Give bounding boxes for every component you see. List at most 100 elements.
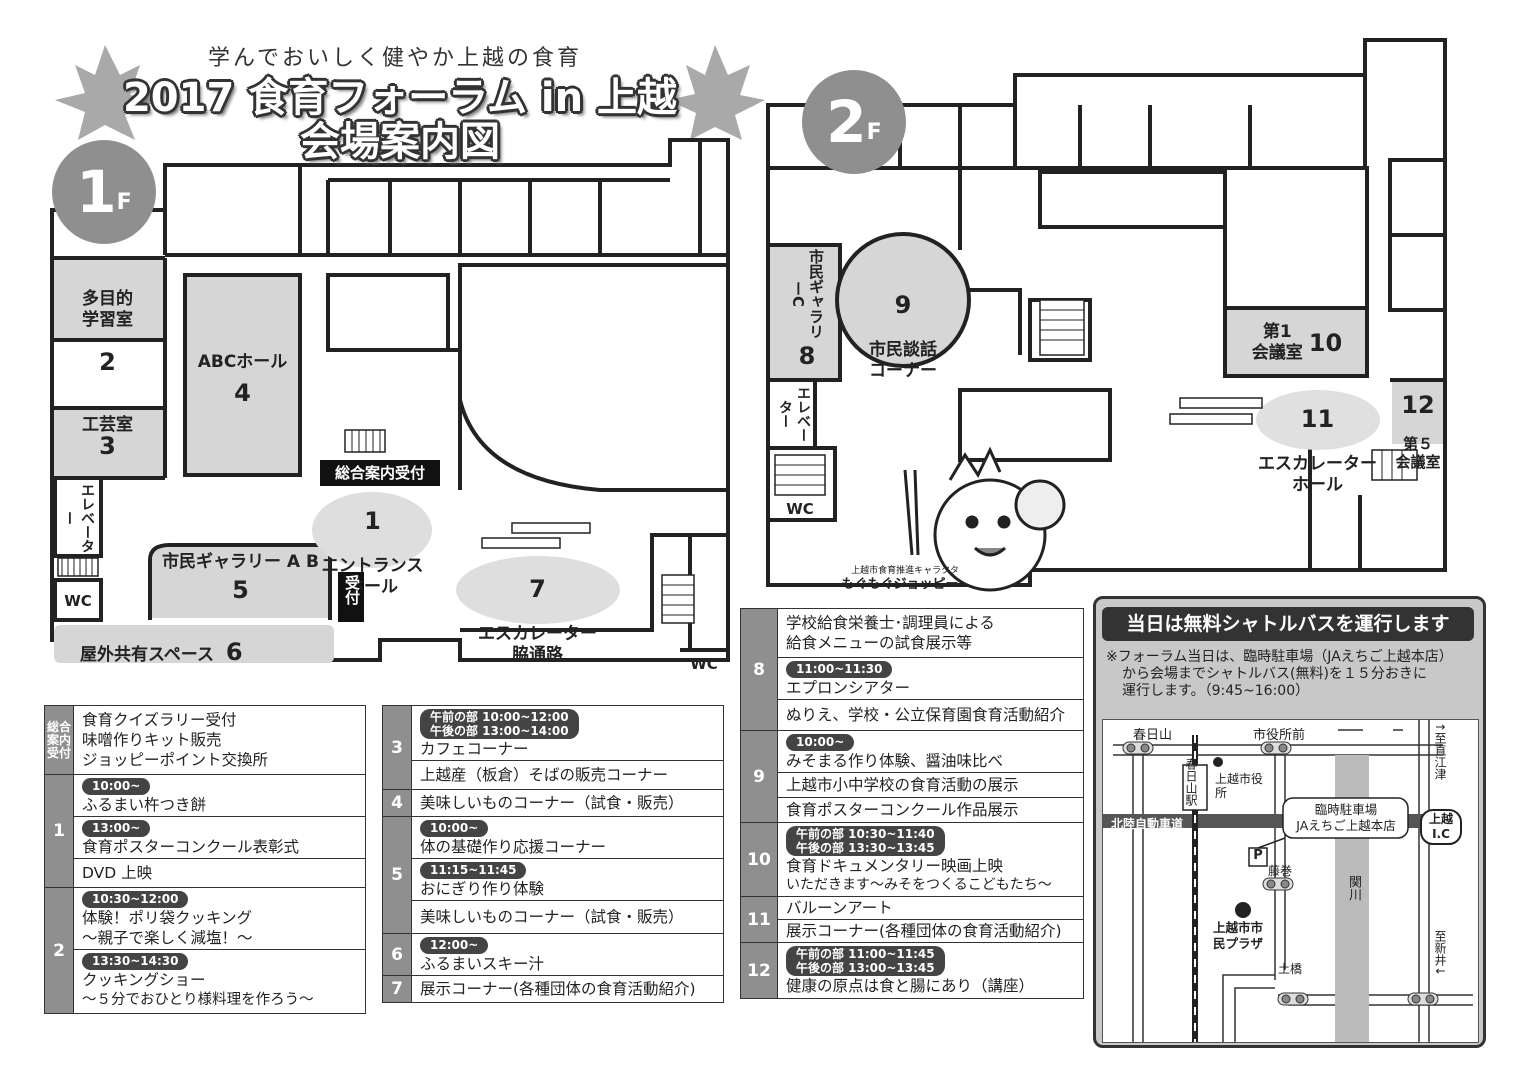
label-kasugayama: 春日山 <box>1133 728 1173 743</box>
time-badge-am: 午前の部 11:00~11:45 <box>796 947 935 961</box>
ic-callout <box>1420 809 1462 845</box>
schedule-cell: 12:00~ ふるまいスキー汁 <box>411 933 724 976</box>
shuttle-note-line: ※フォーラム当日は、臨時駐車場（JAえちご上越本店） <box>1106 649 1453 665</box>
room-8-fill <box>770 247 838 378</box>
mascot-illustration <box>903 446 1066 592</box>
floor2-plan <box>766 38 1447 587</box>
schedule-cell: 美味しいものコーナー（試食・販売） <box>411 900 724 934</box>
room-2-name: 多目的 学習室 <box>82 289 133 330</box>
room-12-number: 12 <box>1401 391 1435 419</box>
room-4-label: ABCホール 4 <box>187 352 298 413</box>
time-badge: 13:00~ <box>82 820 151 837</box>
schedule-cell: 上越市小中学校の食育活動の展示 <box>777 772 1084 798</box>
traffic-signal-icon <box>1122 741 1439 1006</box>
room-12-fill <box>1392 382 1443 444</box>
time-badge: 午前の部 10:00~12:00 午後の部 13:00~14:00 <box>420 709 579 739</box>
room-3-name: 工芸室 <box>82 415 133 435</box>
city-hall-marker <box>1213 757 1223 767</box>
schedule-cell: 13:00~ 食育ポスターコンクール表彰式 <box>73 816 366 859</box>
event-text: エプロンシアター <box>786 679 911 697</box>
time-badge-pm: 午後の部 13:00~13:45 <box>796 961 935 975</box>
event-text: ふるまいスキー汁 <box>420 955 545 973</box>
room-6-fill <box>54 625 334 663</box>
event-title: 2017 食育フォーラム in 上越 会場案内図 <box>95 76 705 164</box>
label-plaza: 上越市市民プラザ <box>1213 920 1264 951</box>
stairs-icon <box>775 309 1403 486</box>
label-parking: 臨時駐車場 JAえちご上越本店 <box>1285 802 1407 834</box>
time-badge: 11:15~11:45 <box>420 862 527 879</box>
schedule-key-7: 7 <box>382 975 412 1003</box>
room-4-name: ABCホール <box>197 352 288 372</box>
event-text: 上越産（板倉）そばの販売コーナー <box>420 766 669 784</box>
room-11-number: 11 <box>1300 405 1335 433</box>
reception-desk <box>338 572 364 622</box>
room-9-label: 9 市民談話 コーナー <box>850 274 956 382</box>
schedule-key-1: 1 <box>44 774 74 888</box>
room-11-fill <box>1256 390 1380 450</box>
event-text: 体験！ポリ袋クッキング <box>82 909 253 927</box>
label-dobashi: 土橋 <box>1278 962 1303 976</box>
room-12-label: 12 第５ 会議室 <box>1390 378 1446 471</box>
event-text: 体の基礎作り応援コーナー <box>420 838 607 856</box>
event-text: ～親子で楽しく減塩！～ <box>82 929 253 947</box>
schedule-cell: 食育クイズラリー受付 味噌作りキット販売 ジョッピーポイント交換所 <box>73 705 366 775</box>
label-city-hall: 上越市役所 <box>1215 772 1264 800</box>
room-6-number: 6 <box>225 638 243 666</box>
schedule-cell: 午前の部 11:00~11:45 午後の部 13:00~13:45 健康の原点は… <box>777 942 1084 999</box>
time-badge-pm: 午後の部 13:00~14:00 <box>430 724 569 738</box>
room-2-fill <box>54 260 163 338</box>
event-text: 美味しいものコーナー（試食・販売） <box>420 908 684 926</box>
schedule-cell: 午前の部 10:30~11:40 午後の部 13:30~13:45 食育ドキュメ… <box>777 822 1084 897</box>
room-3-fill <box>54 410 163 476</box>
schedule-key-3: 3 <box>382 705 412 790</box>
time-badge: 10:30~12:00 <box>82 891 189 908</box>
event-text: ぬりえ、学校・公立保育園食育活動紹介 <box>786 706 1066 724</box>
civic-plaza-marker <box>1235 902 1251 918</box>
schedule-key-11: 11 <box>740 896 778 943</box>
time-badge: 10:00~ <box>786 734 855 751</box>
event-text: DVD 上映 <box>82 864 153 882</box>
room-10-number: 10 <box>1308 328 1343 357</box>
time-badge: 午前の部 10:30~11:40 午後の部 13:30~13:45 <box>786 826 945 856</box>
schedule-key-info: 総合案内受付 <box>44 705 74 775</box>
event-text: 展示コーナー(各種団体の食育活動紹介) <box>786 922 1062 940</box>
schedule-cell: 展示コーナー(各種団体の食育活動紹介) <box>777 919 1084 943</box>
room-1-name: エントランス ホール <box>321 556 424 597</box>
event-text: みそまる作り体験、醤油味比べ <box>786 752 1004 770</box>
mascot-caption: 上越市食育推進キャラクタ <box>851 566 959 576</box>
event-text: 学校給食栄養士･調理員による <box>786 614 995 632</box>
room-6-label: 屋外共有スペース 6 <box>80 640 280 666</box>
schedule-cell: 美味しいものコーナー（試食・販売） <box>411 789 724 817</box>
room-5-number: 5 <box>232 576 249 604</box>
time-badge: 13:30~14:30 <box>82 953 189 970</box>
info-desk <box>320 460 440 486</box>
room-9-name: 市民談話 コーナー <box>869 340 937 381</box>
time-badge: 午前の部 11:00~11:45 午後の部 13:00~13:45 <box>786 946 945 976</box>
schedule-key-8: 8 <box>740 608 778 731</box>
schedule-cell: ぬりえ、学校・公立保育園食育活動紹介 <box>777 699 1084 731</box>
room-10-name: 第1 会議室 <box>1251 322 1303 363</box>
room-10-fill <box>1227 310 1365 374</box>
schedule-cell: 10:30~12:00 体験！ポリ袋クッキング ～親子で楽しく減塩！～ <box>73 887 366 950</box>
floor-2-number: 2 <box>826 88 867 156</box>
room-6-name: 屋外共有スペース <box>80 645 214 665</box>
event-text: 健康の原点は食と腸にあり（講座） <box>786 977 1035 995</box>
stairs-icon <box>61 430 694 616</box>
schedule-cell: 10:00~ 体の基礎作り応援コーナー <box>411 816 724 859</box>
floor-plan <box>50 38 1447 663</box>
reception-label: 受付 <box>343 575 361 605</box>
schedule-cell: 11:15~11:45 おにぎり作り体験 <box>411 858 724 901</box>
schedule-cell: 午前の部 10:00~12:00 午後の部 13:00~14:00 カフェコーナ… <box>411 705 724 761</box>
room-9-fill <box>835 232 971 368</box>
floor-1-number: 1 <box>76 158 117 226</box>
time-badge: 10:00~ <box>420 820 489 837</box>
wc-1f-label: WC <box>64 592 92 610</box>
label-to-arai: 至新井↓ <box>1433 930 1447 977</box>
event-text: 食育ポスターコンクール作品展示 <box>786 801 1019 819</box>
time-badge-pm: 午後の部 13:30~13:45 <box>796 841 935 855</box>
schedule-cell: 上越産（板倉）そばの販売コーナー <box>411 760 724 790</box>
schedule-table-middle: 3 午前の部 10:00~12:00 午後の部 13:00~14:00 カフェコ… <box>382 705 724 1003</box>
room-7-label: 7 エスカレーター 脇通路 <box>460 558 615 666</box>
event-text: カフェコーナー <box>420 740 529 758</box>
